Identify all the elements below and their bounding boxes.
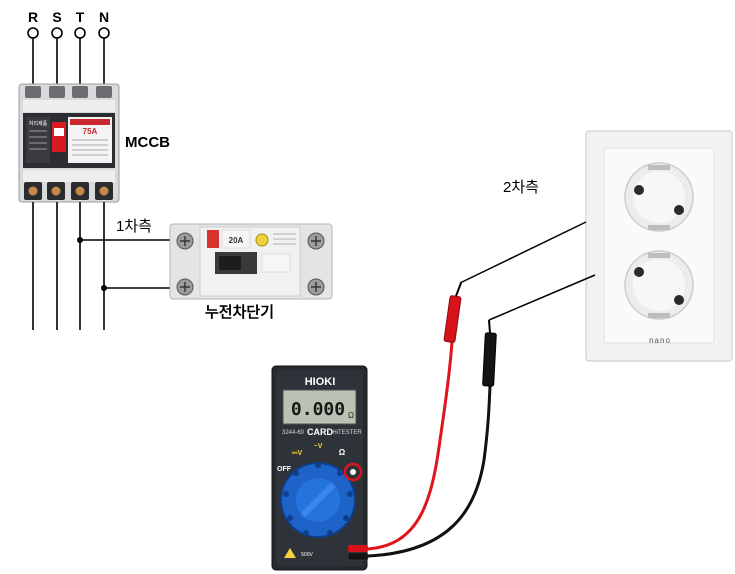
probe-lead-lines — [459, 221, 596, 321]
multimeter-model: 3244-60 — [282, 430, 305, 436]
black-probe — [482, 319, 497, 387]
primary-side-label: 1차측 — [116, 218, 152, 235]
multimeter-brand: HIOKI — [305, 376, 336, 388]
multimeter: HIOKI 0.000 Ω 3244-60 CARD HiTESTER OFF … — [271, 365, 369, 571]
dial-mark-acv: ~V — [314, 443, 323, 450]
junction-dot-t — [77, 237, 83, 243]
phase-labels: R S T N — [28, 9, 109, 25]
test-leads — [366, 340, 492, 558]
dial-mark-ohm: Ω — [339, 448, 346, 457]
junction-dot-n — [101, 285, 107, 291]
mccb-brand-text: 처리제품 — [29, 120, 48, 127]
red-lead-cable — [366, 340, 454, 551]
black-lead-cable — [366, 384, 492, 558]
secondary-side-label: 2차측 — [503, 179, 539, 196]
multimeter-model-name: CARD — [307, 427, 333, 437]
multimeter-warning-text: 500V — [301, 552, 313, 558]
outgoing-wires — [32, 202, 178, 330]
elcb-test-button — [255, 233, 269, 247]
dial-mark-dcv: ⎓V — [292, 450, 303, 457]
elcb-breaker: 20A — [169, 223, 333, 300]
dial-mark-off: OFF — [277, 466, 292, 473]
ohm-range-highlight — [343, 462, 363, 482]
terminal-n — [98, 27, 110, 39]
phase-label-n: N — [99, 9, 109, 25]
mccb-label: MCCB — [125, 134, 170, 151]
red-jack — [348, 545, 368, 552]
phase-terminal-circles — [27, 27, 110, 39]
mccb-handle — [52, 122, 66, 152]
red-probe — [443, 282, 462, 343]
phase-label-t: T — [76, 9, 85, 25]
mccb-rating-badge: 75A — [83, 127, 98, 136]
multimeter-model-suffix: HiTESTER — [332, 430, 362, 436]
outlet-brand: nano — [649, 336, 671, 345]
incoming-wires — [32, 38, 105, 85]
multimeter-display-unit: Ω — [348, 411, 354, 420]
elcb-label: 누전차단기 — [205, 304, 274, 321]
black-jack — [347, 552, 369, 561]
wall-outlet: nano — [585, 130, 733, 362]
elcb-rating-text: 20A — [229, 236, 244, 245]
dial-pointer — [301, 483, 335, 517]
phase-label-r: R — [28, 9, 38, 25]
multimeter-display-value: 0.000 — [291, 399, 345, 420]
warning-triangle-icon — [284, 548, 296, 558]
terminal-t — [74, 27, 86, 39]
multimeter-display — [282, 389, 357, 425]
mccb-breaker: 처리제품 75A — [18, 83, 120, 203]
terminal-s — [51, 27, 63, 39]
phase-label-s: S — [52, 9, 61, 25]
terminal-r — [27, 27, 39, 39]
